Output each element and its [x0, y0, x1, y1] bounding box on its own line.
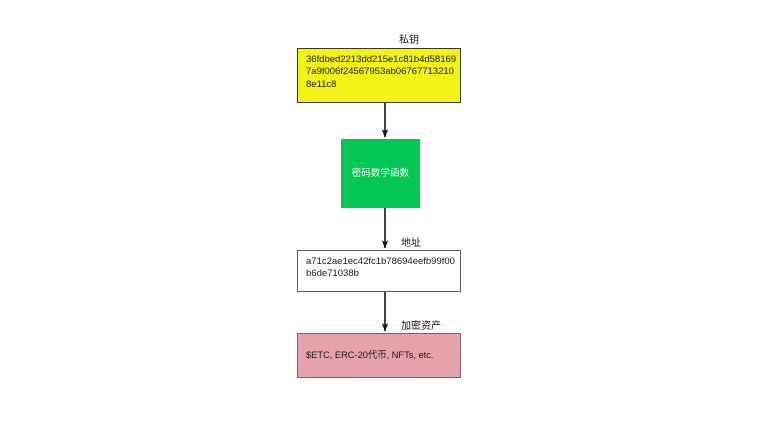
node-private-key: 36fdbed2213dd215e1c81b4d58169 7a9f006f24… — [297, 48, 461, 103]
node-address: a71c2ae1ec42fc1b78694eefb99f00 b6de71038… — [297, 250, 461, 292]
node-crypto-function-text: 密码数学函数 — [351, 167, 410, 179]
edge-label-address: 地址 — [401, 238, 421, 249]
node-address-text: a71c2ae1ec42fc1b78694eefb99f00 b6de71038… — [306, 256, 455, 280]
node-crypto-assets: $ETC, ERC-20代币, NFTs, etc. — [297, 333, 461, 378]
edge-label-private-key: 私钥 — [399, 35, 419, 46]
node-crypto-function: 密码数学函数 — [341, 139, 420, 208]
node-private-key-text: 36fdbed2213dd215e1c81b4d58169 7a9f006f24… — [306, 54, 457, 90]
node-crypto-assets-text: $ETC, ERC-20代币, NFTs, etc. — [306, 349, 434, 361]
edge-label-crypto-assets: 加密资产 — [401, 321, 441, 332]
